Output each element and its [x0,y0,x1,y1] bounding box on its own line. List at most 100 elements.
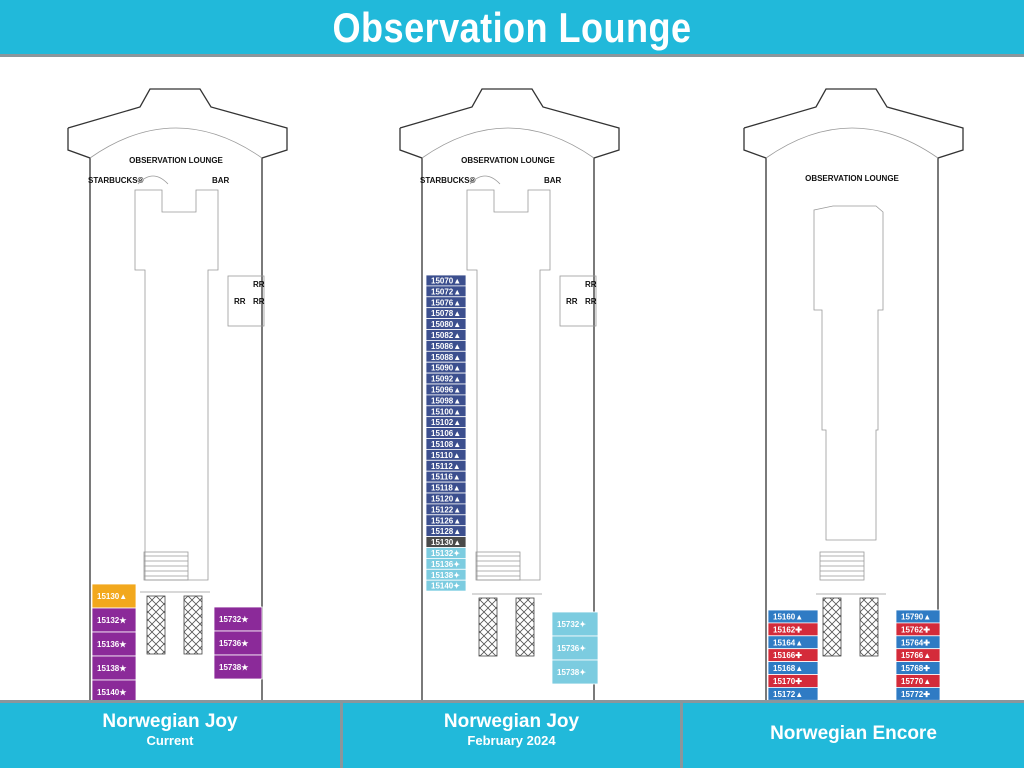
cabin-number: 15078▲ [431,309,461,318]
restroom-label: RR [234,297,246,306]
starbucks-counter [469,175,501,185]
cabin-number: 15072▲ [431,287,461,296]
cabin-number: 15102▲ [431,418,461,427]
cabin-number: 15162✚ [773,625,802,634]
cabin-number: 15086▲ [431,342,461,351]
elevator [478,597,498,657]
elevator [822,597,842,657]
deck-plans: OBSERVATION LOUNGE STARBUCKS® BAR RR RR RR 151… [67,88,964,700]
starbucks-label: STARBUCKS® [88,176,144,185]
cabin-number: 15132★ [97,616,127,625]
cabin-number: 15116▲ [431,473,461,482]
deck-plan-joy-feb-2024: OBSERVATION LOUNGE STARBUCKS® BAR RR RR RR 150… [399,88,620,700]
cabin-number: 15128▲ [431,527,461,536]
lounge-label: OBSERVATION LOUNGE [805,174,899,183]
footer-divider [680,700,683,768]
ship-subtitle: Current [146,733,194,748]
cabin-number: 15172▲ [773,690,803,699]
hull-outline [399,88,620,700]
cabin-number: 15110▲ [431,451,461,460]
cabin [213,654,263,680]
cabin-number: 15140★ [97,688,127,697]
ship-name: Norwegian Encore [770,723,937,744]
cabin-number: 15764✚ [901,638,930,647]
cabin [213,630,263,656]
ship-subtitle: February 2024 [467,733,556,748]
cabin-number: 15166✚ [773,651,802,660]
cabin-number: 15082▲ [431,331,461,340]
cabin-number: 15170✚ [773,677,802,686]
cabin-number: 15738✦ [557,668,586,677]
ship-name: Norwegian Joy [102,711,238,732]
restroom-label: RR [253,280,265,289]
cabin-number: 15732★ [219,615,249,624]
cabin-number: 15132✦ [431,549,460,558]
cabin-number: 15770▲ [901,677,931,686]
cabin-number: 15106▲ [431,429,461,438]
cabin-number: 15768✚ [901,664,930,673]
cabin-number: 15118▲ [431,484,461,493]
cabin-number: 15138✦ [431,571,460,580]
lounge-label: OBSERVATION LOUNGE [129,156,223,165]
lounge-label: OBSERVATION LOUNGE [461,156,555,165]
cabin-number: 15160▲ [773,612,803,621]
cabin-number: 15080▲ [431,320,461,329]
cabin-number: 15100▲ [431,407,461,416]
cabin [425,579,467,592]
cabin-number: 15140✦ [431,582,460,591]
cabin-number: 15732✦ [557,620,586,629]
restroom-label: RR [253,297,265,306]
cabin-number: 15122▲ [431,505,461,514]
cabin-number: 15090▲ [431,364,461,373]
cabin-number: 15790▲ [901,612,931,621]
cabin-number: 15070▲ [431,276,461,285]
starbucks-counter [137,175,169,185]
cabin-number: 15092▲ [431,375,461,384]
cabin-number: 15126▲ [431,516,461,525]
restroom-label: RR [566,297,578,306]
bar-label: BAR [544,176,562,185]
elevator [515,597,535,657]
elevator [183,595,203,655]
central-core [466,189,551,581]
central-core [134,189,219,581]
cabin [767,687,819,700]
cabin-number: 15130▲ [97,592,127,601]
cabin-number: 15738★ [219,663,249,672]
title-bar: Observation Lounge [0,0,1024,57]
footer-divider [340,700,343,768]
cabin [91,679,137,700]
cabin-number: 15164▲ [773,638,803,647]
cabin-number: 15120▲ [431,494,461,503]
restroom-label: RR [585,280,597,289]
hull-outline [67,88,288,700]
hull-curve [765,127,939,159]
cabin [551,635,599,661]
hull-curve [89,127,263,159]
hull-outline [743,88,964,700]
restroom-label: RR [585,297,597,306]
cabin-number: 15088▲ [431,353,461,362]
footer-panel-joy-feb: Norwegian Joy February 2024 [343,700,680,768]
restroom-block [227,275,265,327]
elevator [859,597,879,657]
cabin [895,687,941,700]
elevator [146,595,166,655]
central-core [813,205,884,541]
cabin [91,583,137,609]
cabin-number: 15096▲ [431,385,461,394]
footer-panel-encore: Norwegian Encore [683,700,1024,768]
deck-plan-encore: OBSERVATION LOUNGE 15160▲ 15162✚ 15164▲ 1516… [743,88,964,700]
restroom-block [559,275,597,327]
starbucks-label: STARBUCKS® [420,176,476,185]
cabin-number: 15766▲ [901,651,931,660]
cabin-number: 15108▲ [431,440,461,449]
cabin-number: 15168▲ [773,664,803,673]
cabin-number: 15736★ [219,639,249,648]
cabin-number: 15130▲ [431,538,461,547]
cabin-number: 15136✦ [431,560,460,569]
page-title: Observation Lounge [332,4,692,51]
ship-labels: Norwegian Joy Current Norwegian Joy Febr… [0,700,1024,768]
cabin-number: 15112▲ [431,462,461,471]
